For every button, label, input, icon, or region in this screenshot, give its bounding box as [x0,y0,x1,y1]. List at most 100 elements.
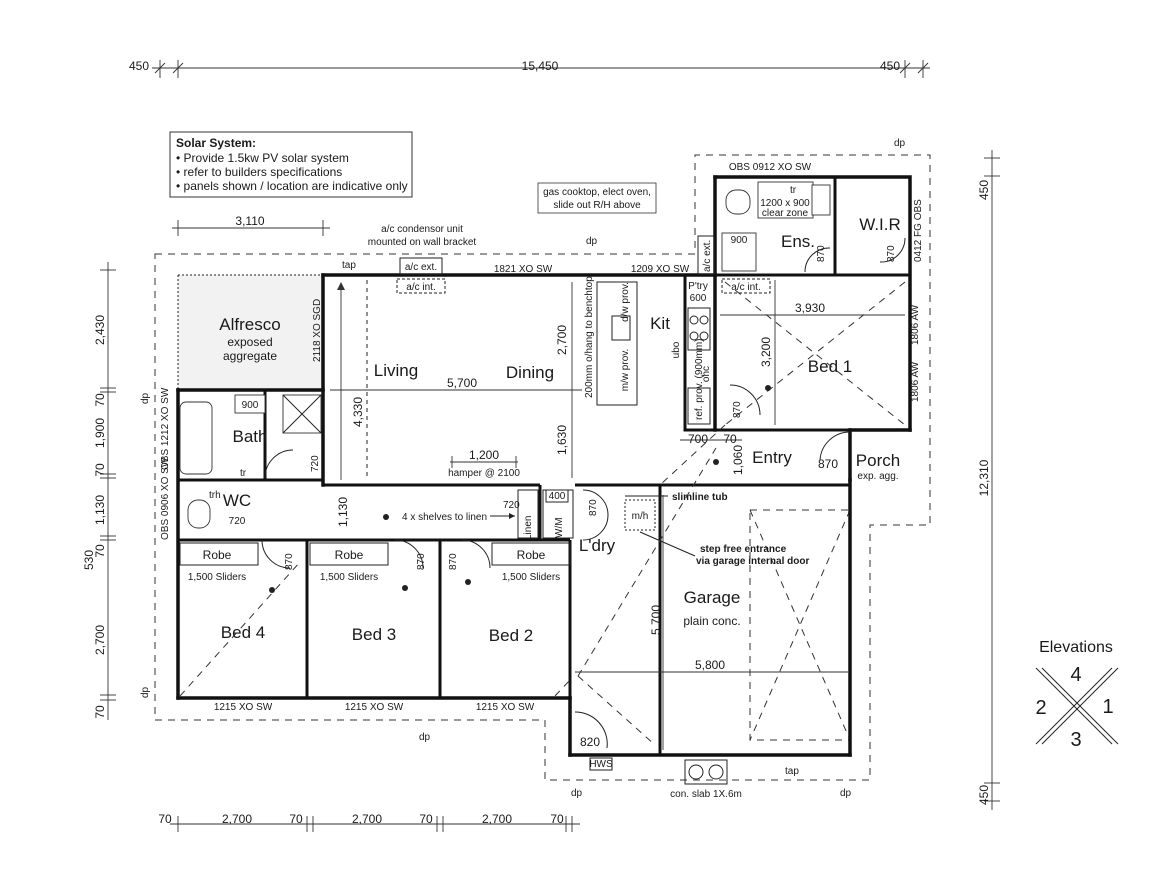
elevation-1: 1 [1102,696,1113,718]
living-dims: 5,700 4,330 2,700 1,630 200mm o/hang to … [330,276,595,480]
interior-walls [178,177,910,755]
porch-label: Porch [856,451,900,470]
sliders-bed3: 1,500 Sliders [320,572,378,583]
clear-zone: clear zone [762,208,809,219]
ac-note-line-2: mounted on wall bracket [368,237,477,248]
gas-note-box: gas cooktop, elect oven, slide out R/H a… [537,182,657,214]
light-points [269,385,771,593]
pantry-label: P'try [688,281,708,292]
kitchen-label: Kit [650,314,670,333]
window-bed2: 1215 XO SW [476,702,535,713]
garage-dims: 5,800 5,700 HWS con. slab 1X.6m [575,447,848,800]
dp-6: dp [571,788,583,799]
left-dim-4: 70 [93,463,107,477]
pantry-width: 600 [690,293,707,304]
ohc-label: ohc [701,366,712,382]
door-wc: 720 [229,516,246,527]
robe-bed2-label: Robe [517,548,546,562]
elevation-3: 3 [1070,729,1081,751]
linen-label: Linen [523,516,534,540]
elevation-2: 2 [1035,697,1046,719]
dp-4: dp [140,686,151,698]
dp-7: dp [840,788,852,799]
fridge-label: ref. prov. (900mm) [694,339,705,421]
elevation-4: 4 [1070,664,1081,686]
door-bed1: 870 [732,401,743,418]
robes: Robe 1,500 Sliders Robe 1,500 Sliders Ro… [179,542,571,583]
ac-int-living: a/c int. [406,282,435,293]
ac-units: a/c ext. a/c int. a/c ext. a/c int. tap … [342,235,799,777]
window-bed3: 1215 XO SW [345,702,404,713]
shower-size: 1200 x 900 [760,198,810,209]
alfresco-width-dim: 3,110 [172,214,330,236]
door-ens: 870 [816,245,827,262]
linen-door-width: 720 [503,500,520,511]
shelves-note: 4 x shelves to linen [402,512,487,523]
bedroom-diagonals [179,424,726,697]
door-laundry: 870 [588,499,599,516]
dp-3: dp [140,392,151,404]
bottom-dim-2: 2,700 [222,812,252,826]
elevations-key: Elevations 4 1 3 2 [1035,639,1119,751]
entry-height-dim: 1,060 [731,445,745,475]
window-alfresco: 2118 XO SGD [312,299,323,362]
window-labels: 1821 XO SW 1209 XO SW OBS 0912 XO SW 041… [160,162,924,713]
dining-label: Dining [506,363,554,382]
hall-notes: 4 x shelves to linen hamper @ 2100 1,200… [336,448,520,527]
dining-height-dim-1: 2,700 [555,325,569,355]
ensuite-fixtures: 1200 x 900 clear zone tr 900 [721,181,831,272]
porch-sub: exp. agg. [857,471,898,482]
manhole-label: m/h [632,511,649,522]
sliders-bed2: 1,500 Sliders [502,572,560,583]
hall-width-dim: 1,200 [469,448,499,462]
garage-width-dim: 5,800 [695,658,725,672]
robe-bed4-label: Robe [203,548,232,562]
gas-note-line-2: slide out R/H above [553,200,641,211]
wc-label: WC [223,491,251,510]
entry-label: Entry [752,448,792,467]
ac-int-bed1: a/c int. [731,282,760,293]
right-dimension-line: 450 12,310 450 [977,150,1000,810]
bed1-height-dim: 3,200 [759,337,773,367]
bottom-dim-1: 70 [158,812,172,826]
window-wir: 0412 FG OBS [913,199,924,262]
bath-label: Bath [233,427,268,446]
downpipes: dp dp dp dp dp dp dp [140,138,906,799]
alfresco-label: Alfresco [219,315,280,334]
door-bed3: 870 [416,553,427,570]
alfresco-sub-1: exposed [227,335,272,349]
left-dim-2: 70 [93,393,107,407]
benchtop-note: 200mm o/hang to benchtop [584,276,595,398]
entry-width-dim-2: 70 [723,432,737,446]
bottom-dim-6: 2,700 [482,812,512,826]
ensuite-towel-rail: tr [790,185,797,196]
dp-1: dp [586,236,598,247]
dining-height-dim-2: 1,630 [555,425,569,455]
top-dim-right: 450 [880,59,900,73]
garage-height-dim: 5,700 [649,605,663,635]
solar-note-title: Solar System: [176,136,256,150]
door-garage: 820 [580,735,600,749]
garage-sub: plain conc. [683,614,740,628]
top-dim-middle: 15,450 [522,59,559,73]
kitchen-fixtures: d/w prov. m/w prov. ubo ohc ref. prov. (… [596,281,712,425]
elevations-title: Elevations [1039,639,1113,656]
room-labels: Alfresco exposed aggregate Living Dining… [219,215,900,645]
alfresco-sub-2: aggregate [223,349,277,363]
alfresco-area [177,274,323,390]
door-bed4: 870 [284,553,295,570]
door-bed2: 870 [448,553,459,570]
door-bath: 720 [310,455,321,472]
solar-note-line-1: • Provide 1.5kw PV solar system [176,151,349,165]
bottom-dim-3: 70 [289,812,303,826]
ubo-label: ubo [671,341,682,358]
living-label: Living [374,361,418,380]
window-bed1-a: 1806 AW [910,304,921,345]
dp-2: dp [894,138,906,149]
door-swings [261,237,906,749]
laundry-label: L'dry [579,536,616,555]
living-width-dim: 5,700 [447,376,477,390]
bed1-dims: 3,930 3,200 700 70 1,060 [680,280,906,475]
ac-ext-bed1: a/c ext. [702,240,713,272]
solar-note-line-2: • refer to builders specifications [176,165,342,179]
